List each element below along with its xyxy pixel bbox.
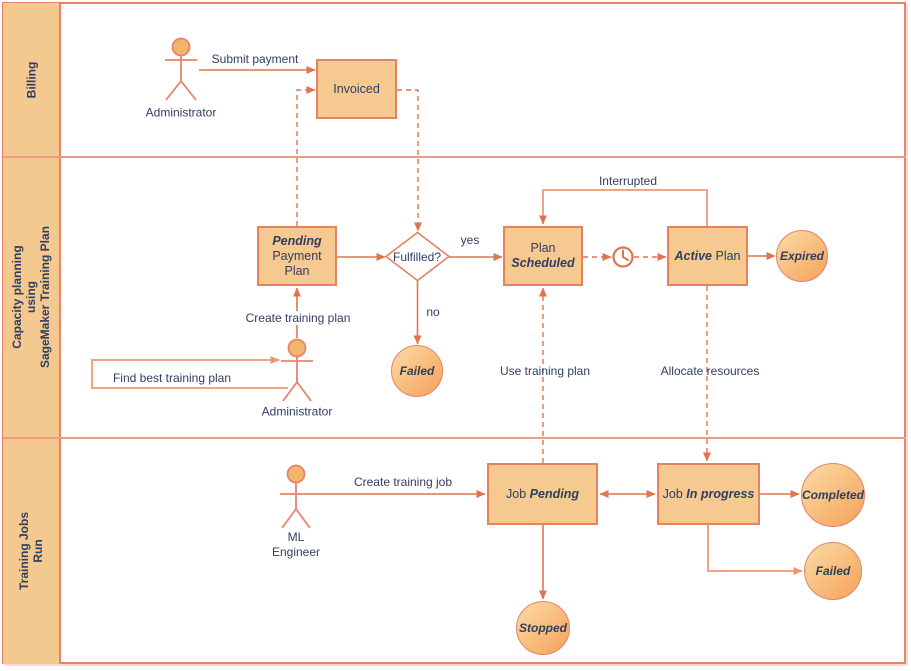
edge-label-submit-payment: Submit payment <box>209 52 301 66</box>
edge-label-allocate-resources: Allocate resources <box>660 364 760 378</box>
actor-label-administrator-billing: Administrator <box>145 105 217 120</box>
lane-header-capacity-planning: Capacity planning using SageMaker Traini… <box>3 157 61 437</box>
state-stopped: Stopped <box>516 601 570 655</box>
actor-administrator-capacity <box>281 338 313 402</box>
lane-header-billing: Billing <box>3 3 61 157</box>
edge-label-use-training-plan: Use training plan <box>499 364 591 378</box>
actor-label-ml-engineer: ML Engineer <box>271 530 321 559</box>
edge-pending-to-invoiced-dashed <box>296 86 316 226</box>
edge-interrupted-loop <box>539 189 708 226</box>
edge-label-no: no <box>424 305 442 319</box>
pool-border <box>2 2 906 664</box>
actor-label-administrator-capacity: Administrator <box>261 404 333 419</box>
state-failed-job: Failed <box>804 542 862 600</box>
edge-inprogress-to-failed <box>707 525 803 575</box>
state-job-pending: Job Pending <box>487 463 598 525</box>
edge-label-interrupted: Interrupted <box>598 174 658 188</box>
edge-label-find-best-training-plan: Find best training plan <box>112 371 232 385</box>
state-completed: Completed <box>801 463 865 527</box>
edge-label-yes: yes <box>458 233 482 247</box>
lane-header-training-jobs-run: Training Jobs Run <box>3 437 61 664</box>
timer-clock-hands <box>622 249 629 261</box>
state-failed-plan: Failed <box>391 345 443 397</box>
edge-find-best-training-plan-loop <box>91 356 288 389</box>
lane-divider-1 <box>3 156 906 158</box>
edge-label-create-training-job: Create training job <box>351 475 455 489</box>
state-plan-scheduled: Plan Scheduled <box>503 226 583 286</box>
edge-invoiced-to-fulfilled-dashed <box>397 89 422 232</box>
lane-divider-2 <box>3 437 906 439</box>
state-job-in-progress: Job In progress <box>657 463 760 525</box>
decision-fulfilled-label: Fulfilled? <box>392 250 442 264</box>
actor-administrator-billing <box>165 37 197 101</box>
actor-ml-engineer <box>280 464 312 529</box>
state-invoiced: Invoiced <box>316 59 397 119</box>
state-active-plan: Active Plan <box>667 226 748 286</box>
state-pending-payment-plan: Pending Payment Plan <box>257 226 337 286</box>
state-expired: Expired <box>776 230 828 282</box>
edge-label-create-training-plan: Create training plan <box>243 311 353 325</box>
